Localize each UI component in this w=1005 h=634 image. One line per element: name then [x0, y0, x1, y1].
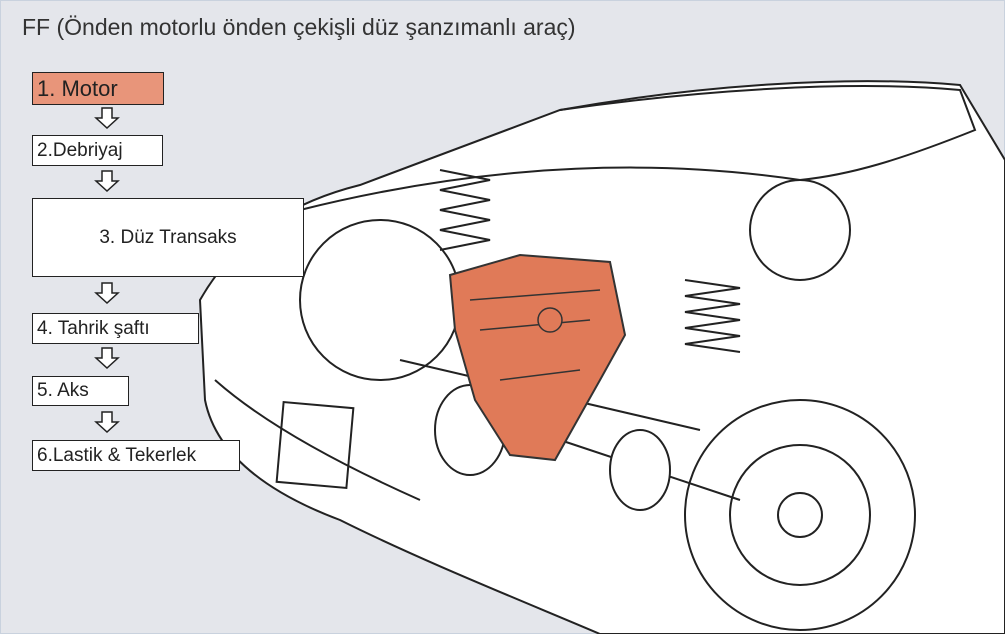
- license-plate: [275, 401, 355, 489]
- step-motor: 1. Motor: [32, 72, 164, 105]
- step-transaxle: 3. Düz Transaks: [32, 198, 304, 277]
- page-title: FF (Önden motorlu önden çekişli düz şanz…: [22, 14, 576, 40]
- hood-line: [299, 166, 801, 211]
- right-spring: [684, 279, 741, 353]
- windshield: [559, 85, 977, 181]
- down-arrow-icon: [94, 282, 120, 304]
- down-arrow-icon: [94, 107, 120, 129]
- step-drive-shaft: 4. Tahrik şaftı: [32, 313, 199, 344]
- bumper-line: [214, 379, 421, 501]
- step-axle: 5. Aks: [32, 376, 129, 406]
- step-tire-wheel: 6.Lastik & Tekerlek: [32, 440, 240, 471]
- down-arrow-icon: [94, 170, 120, 192]
- steering-wheel: [749, 179, 851, 281]
- down-arrow-icon: [94, 411, 120, 433]
- down-arrow-icon: [94, 347, 120, 369]
- left-spring: [439, 169, 491, 251]
- engine-block: [448, 253, 627, 462]
- step-clutch: 2.Debriyaj: [32, 135, 163, 166]
